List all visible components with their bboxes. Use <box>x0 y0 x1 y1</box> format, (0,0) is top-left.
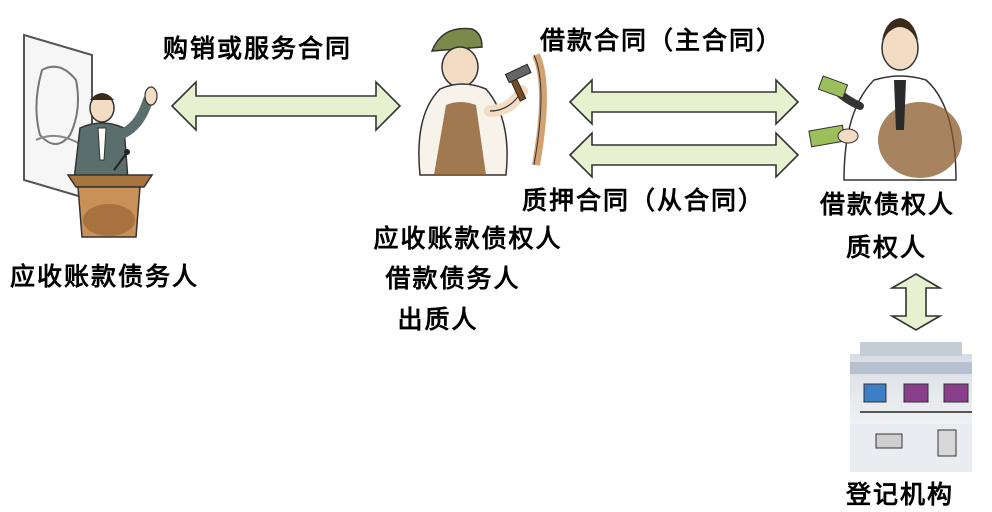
speaker-at-podium-icon <box>23 33 158 238</box>
middle-role-line-3: 出质人 <box>397 305 479 334</box>
loan-contract-label: 借款合同（主合同） <box>540 26 784 55</box>
office-building-icon <box>850 342 972 472</box>
sales-contract-label: 购销或服务合同 <box>163 34 353 63</box>
businessman-with-money-icon <box>808 18 962 181</box>
businessman-figure <box>800 10 980 190</box>
pledge-contract-arrow <box>568 131 800 179</box>
craftsman-with-hammer-icon <box>418 27 547 176</box>
middle-role-line-2: 借款债务人 <box>385 264 521 293</box>
sales-contract-arrow <box>170 80 402 132</box>
craftsman-figure <box>410 15 560 185</box>
loan-contract-arrow <box>568 78 800 126</box>
middle-role-line-1: 应收账款债权人 <box>373 224 563 253</box>
registry-label: 登记机构 <box>846 480 955 509</box>
debtor-label: 应收账款债务人 <box>10 262 200 291</box>
speaker-figure <box>14 30 174 240</box>
lender-role-line-2: 质权人 <box>846 233 928 262</box>
registry-building <box>846 340 976 472</box>
pledge-contract-label: 质押合同（从合同） <box>522 186 766 215</box>
lender-role-line-1: 借款债权人 <box>820 190 956 219</box>
registration-arrow <box>888 272 944 332</box>
